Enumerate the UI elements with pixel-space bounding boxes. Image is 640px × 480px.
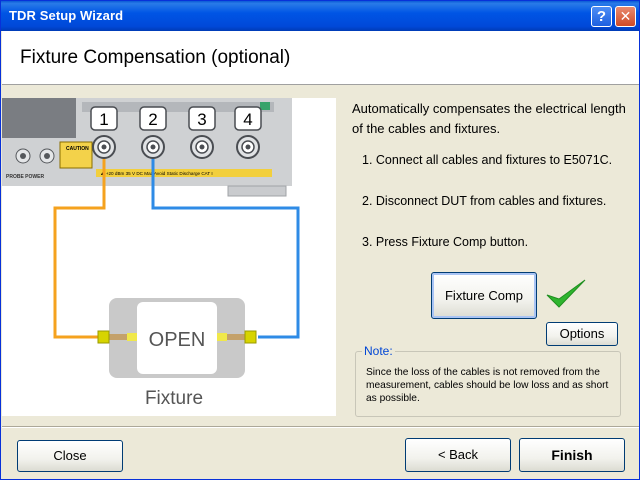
warning-strip (96, 169, 272, 177)
port-2: 2 (139, 106, 167, 159)
port-3: 3 (188, 106, 216, 159)
fixture-comp-button[interactable]: Fixture Comp (431, 272, 537, 319)
step-2-text: 2. Disconnect DUT from cables and fixtur… (362, 194, 607, 208)
port-1: 1 (90, 106, 118, 159)
title-bar[interactable]: TDR Setup Wizard ? ✕ (1, 1, 639, 31)
probe-power-label: PROBE POWER (6, 174, 44, 180)
fixture-pad-left (127, 333, 137, 341)
description-text: Automatically compensates the electrical… (352, 101, 626, 136)
close-button[interactable]: Close (17, 440, 123, 472)
port-4-label: 4 (243, 110, 252, 129)
caution-text: CAUTION (66, 146, 89, 152)
port-4: 4 (234, 106, 262, 159)
instrument-display (2, 98, 76, 138)
checkmark-icon (545, 277, 587, 316)
open-standard-label: OPEN (149, 329, 206, 351)
fixture-connector-left (97, 330, 110, 344)
open-standard (137, 302, 217, 374)
finish-button[interactable]: Finish (519, 438, 625, 472)
fixture-trace-left (109, 334, 137, 340)
port-3-label: 3 (197, 110, 206, 129)
fixture-connector-right (244, 330, 257, 344)
step-1-text: 1. Connect all cables and fixtures to E5… (362, 153, 613, 167)
step-3-text: 3. Press Fixture Comp button. (362, 235, 529, 249)
help-icon: ? (596, 8, 607, 25)
cable-port-1 (53, 147, 106, 339)
close-icon: ✕ (619, 8, 632, 24)
port-2-label: 2 (148, 110, 157, 129)
warning-strip-text: ▲ +20 dBm 35 V DC Max Avoid Static Disch… (100, 171, 213, 176)
wizard-content: PROBE POWER CAUTION ▲ +20 dBm 35 V DC Ma… (2, 86, 639, 426)
page-title: Fixture Compensation (optional) (20, 47, 291, 68)
help-button[interactable]: ? (591, 6, 612, 27)
fixture-pad-right (217, 333, 227, 341)
probe-power-pin (44, 153, 50, 159)
footer-separator (2, 426, 639, 428)
wizard-header: Fixture Compensation (optional) (2, 31, 639, 85)
port-1-label: 1 (99, 110, 108, 129)
instrument-key-row (82, 102, 274, 112)
connection-diagram-svg: PROBE POWER CAUTION ▲ +20 dBm 35 V DC Ma… (2, 98, 300, 409)
probe-power-pin (20, 153, 26, 159)
note-text: Since the loss of the cables is not remo… (366, 367, 609, 404)
note-label: Note: (362, 344, 395, 358)
back-button[interactable]: < Back (405, 438, 511, 472)
fixture-label: Fixture (145, 388, 203, 409)
window-title: TDR Setup Wizard (9, 8, 124, 23)
note-box: Note: Since the loss of the cables is no… (355, 344, 621, 417)
connection-diagram: PROBE POWER CAUTION ▲ +20 dBm 35 V DC Ma… (2, 98, 336, 416)
instrument-foot (227, 185, 287, 197)
instrument-led (260, 102, 270, 110)
options-button[interactable]: Options (546, 322, 618, 346)
close-window-button[interactable]: ✕ (615, 6, 636, 27)
fixture-trace-right (217, 334, 245, 340)
cable-port-2 (151, 147, 300, 339)
caution-label (59, 141, 93, 169)
